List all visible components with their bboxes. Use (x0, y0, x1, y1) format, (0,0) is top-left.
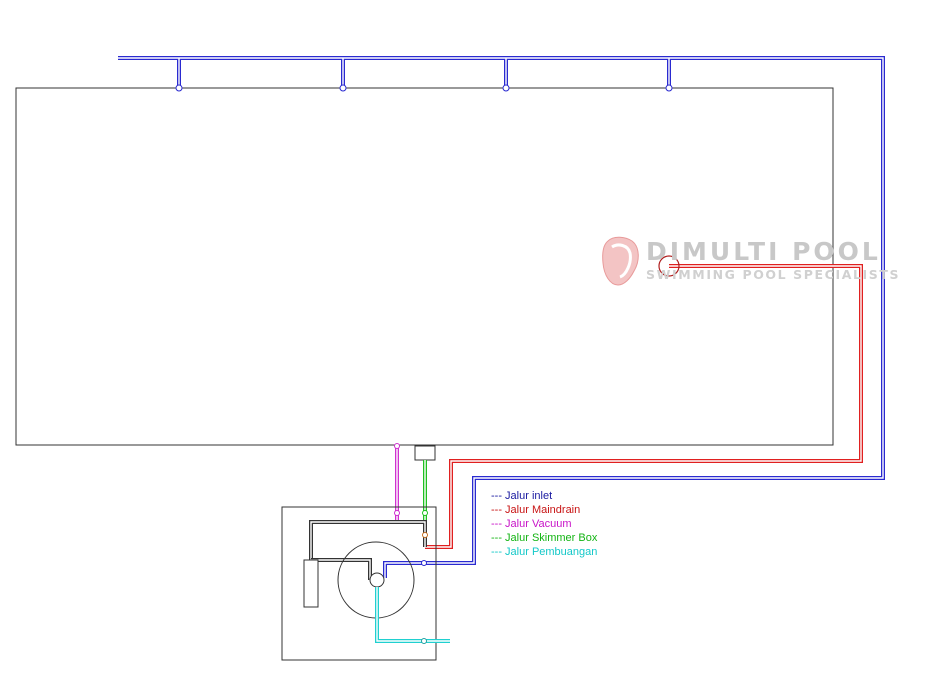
vacuum-line (394, 443, 400, 522)
legend-item-pembuangan: --- Jalur Pembuangan (491, 546, 598, 558)
brand-tagline: SWIMMING POOL SPECIALISTS (646, 267, 901, 282)
legend-item-vacuum: --- Jalur Vacuum (491, 518, 572, 530)
legend-item-inlet: --- Jalur inlet (491, 490, 553, 502)
legend-item-skimmer-box: --- Jalur Skimmer Box (491, 532, 598, 544)
pump-room (281, 506, 437, 661)
valve-markers (394, 510, 428, 644)
pump (303, 559, 319, 608)
inlet-nozzle (339, 84, 347, 92)
pembuangan-line (375, 587, 450, 643)
inlet-line (118, 56, 885, 578)
inlet-nozzle (175, 84, 183, 92)
inlet-nozzle (502, 84, 510, 92)
brand-name: DIMULTI POOL (646, 237, 881, 266)
pump-room-piping (309, 520, 427, 580)
maindrain-circle (658, 255, 680, 277)
legend-item-maindrain: --- Jalur Maindrain (491, 504, 581, 516)
filter-valve (369, 572, 385, 588)
legend: --- Jalur inlet --- Jalur Maindrain --- … (491, 489, 597, 559)
skimmer-box (414, 445, 436, 461)
maindrain-line (425, 255, 863, 549)
inlet-nozzle (665, 84, 673, 92)
tooth-shaped-logo-icon (602, 236, 639, 286)
